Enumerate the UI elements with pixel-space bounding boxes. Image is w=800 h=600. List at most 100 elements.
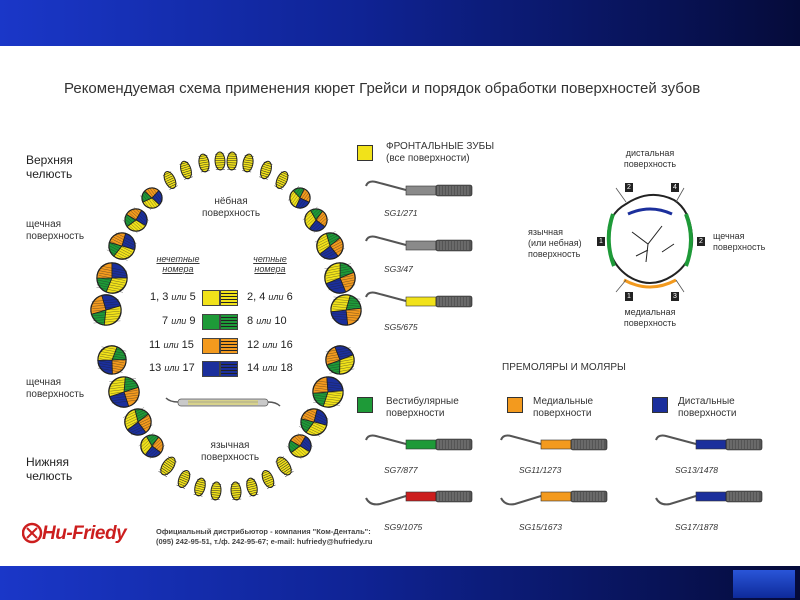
instrument-label: SG11/1273	[519, 465, 562, 475]
vestibular-label-1: Вестибулярные	[386, 396, 459, 407]
distal-label-2: поверхность	[623, 159, 677, 169]
even-header-1: четные	[253, 254, 287, 264]
buccal-section-label-1: щечная	[713, 231, 745, 241]
upper-arch	[90, 151, 362, 326]
hu-friedy-logo-mark	[22, 522, 43, 544]
vestibular-label-2: поверхности	[386, 408, 445, 419]
instrument-label: SG3/47	[384, 264, 413, 274]
pair-swatch-green	[202, 314, 240, 330]
bottom-corner-box	[733, 570, 795, 598]
tooth	[312, 376, 344, 408]
footer-text: Официальный дистрибьютор - компания "Ком…	[156, 527, 372, 547]
tooth	[302, 206, 329, 233]
buccal-section-label-2: поверхность	[713, 242, 766, 252]
instrument-label: SG13/1478	[675, 465, 719, 475]
tooth	[108, 376, 140, 408]
tooth	[176, 469, 191, 489]
odd-header-2: номера	[162, 264, 194, 274]
instrument-label: SG1/271	[384, 208, 418, 218]
tooth	[138, 432, 165, 459]
pair-odd-3: 11 или 15	[149, 339, 194, 351]
distal-swatch	[652, 397, 668, 413]
pair-odd-2: 7 или 9	[162, 315, 196, 327]
vestibular-swatch	[357, 397, 373, 413]
anterior-header-2: (все поверхности)	[386, 153, 470, 164]
pair-even-3: 12 или 16	[247, 339, 293, 351]
lingual-label-1: язычная	[210, 440, 250, 451]
tooth-section-marker: 1	[625, 292, 633, 301]
mesial-swatch	[507, 397, 523, 413]
even-numbers-header: четные номера	[240, 254, 300, 274]
lingual-section-label-2: (или небная)	[528, 238, 582, 248]
tooth-section-marker: 2	[625, 183, 633, 192]
tooth	[97, 345, 127, 375]
odd-numbers-header: нечетные номера	[148, 254, 208, 274]
pair-even-4: 14 или 18	[247, 362, 293, 374]
tooth	[140, 186, 163, 211]
top-band	[0, 0, 800, 46]
lower-jaw-label-1: Нижняя	[26, 455, 70, 469]
anterior-header-1: ФРОНТАЛЬНЫЕ ЗУБЫ	[386, 141, 495, 152]
posterior-header: ПРЕМОЛЯРЫ И МОЛЯРЫ	[502, 362, 626, 373]
tooth	[242, 153, 254, 173]
upper-jaw-label-1: Верхняя	[26, 153, 73, 167]
pair-even-2: 8 или 10	[247, 315, 287, 327]
mesial-label-1: медиальная	[624, 307, 676, 317]
tooth	[162, 171, 178, 190]
footer-line-1: Официальный дистрибьютор - компания "Ком…	[156, 527, 371, 536]
buccal-lower-label-1: щечная	[26, 377, 62, 388]
hu-friedy-logo-text: Hu-Friedy	[42, 523, 127, 544]
lingual-label-2: поверхность	[200, 452, 260, 463]
instrument-label: SG17/1878	[675, 522, 719, 532]
tooth	[298, 408, 329, 437]
tooth	[122, 407, 153, 436]
distal-label-1: дистальная	[625, 148, 675, 158]
page-title: Рекомендуемая схема применения кюрет Гре…	[64, 80, 701, 97]
tooth	[122, 207, 149, 234]
tooth-section-marker: 1	[597, 237, 605, 246]
tooth	[325, 345, 355, 375]
tooth	[286, 433, 313, 460]
tooth-section-marker: 2	[697, 237, 705, 246]
pair-swatch-blue	[202, 361, 240, 377]
buccal-upper-label-2: поверхность	[26, 231, 85, 242]
tooth	[214, 151, 226, 171]
tooth	[158, 456, 177, 477]
palatal-label-2: поверхность	[201, 208, 261, 219]
pair-swatch-yellow	[202, 290, 240, 306]
tooth	[90, 294, 122, 326]
upper-jaw-label-2: челюсть	[26, 167, 73, 181]
buccal-lower-label-2: поверхность	[26, 389, 85, 400]
curette-illustration	[165, 397, 281, 407]
even-header-2: номера	[254, 264, 286, 274]
tooth	[193, 477, 207, 497]
tooth	[261, 469, 276, 489]
pair-even-1: 2, 4 или 6	[247, 291, 293, 303]
lingual-section-label-1: язычная	[528, 227, 564, 237]
buccal-upper-label-1: щечная	[26, 219, 62, 230]
palatal-label-1: нёбная	[214, 196, 248, 207]
instrument-label: SG9/1075	[384, 522, 423, 532]
tooth	[106, 232, 137, 261]
distal-group-label-1: Дистальные	[678, 396, 735, 407]
mesial-group-label-1: Медиальные	[533, 396, 594, 407]
lower-arch	[97, 345, 355, 501]
tooth	[198, 153, 210, 173]
tooth	[288, 185, 311, 210]
tooth	[226, 151, 238, 171]
tooth-section-marker: 3	[671, 292, 679, 301]
footer-line-2: (095) 242-95-51, т./ф. 242-95-67; e-mail…	[156, 537, 373, 546]
bottom-band	[0, 566, 800, 600]
instrument-label: SG15/1673	[519, 522, 563, 532]
mesial-label-2: поверхность	[623, 318, 677, 328]
tooth	[230, 481, 242, 501]
tooth-section-marker: 4	[671, 183, 679, 192]
instrument-label: SG7/877	[384, 465, 418, 475]
anterior-color-swatch	[357, 145, 373, 161]
tooth	[324, 262, 356, 294]
pair-odd-4: 13 или 17	[149, 362, 195, 374]
lingual-section-label-3: поверхность	[528, 249, 581, 259]
mesial-group-label-2: поверхности	[533, 408, 592, 419]
tooth	[330, 294, 362, 326]
